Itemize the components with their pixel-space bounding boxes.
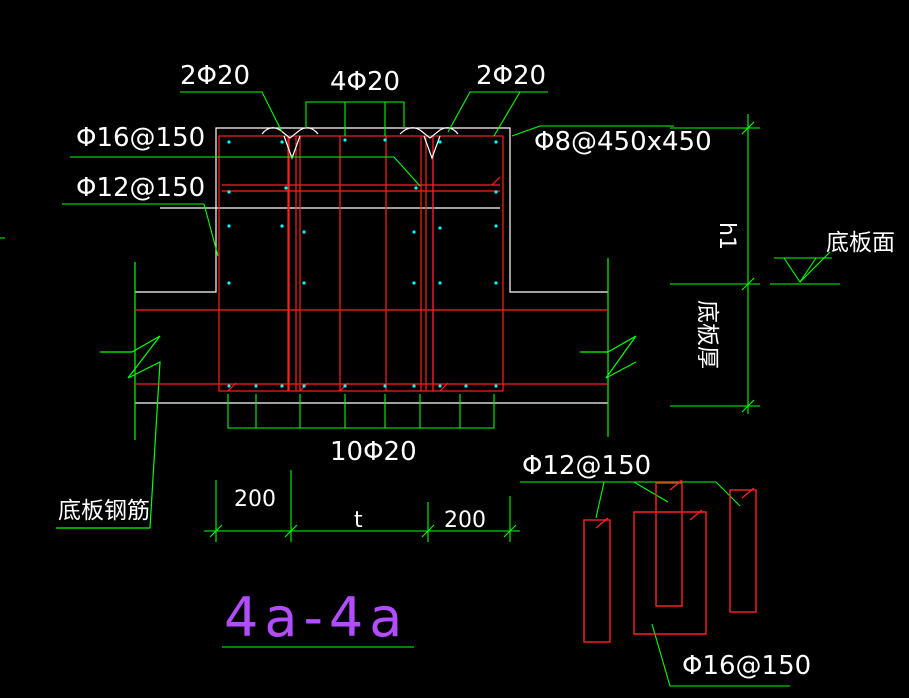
leader-lines	[62, 91, 840, 687]
label-slab-thickness: 底板厚	[694, 300, 720, 369]
label-tie-right: Φ8@450x450	[534, 127, 712, 157]
label-dim-left: 200	[234, 487, 276, 512]
label-stirrup-left: Φ16@150	[76, 123, 205, 153]
label-side-bars: Φ12@150	[76, 173, 205, 203]
label-slab-surface: 底板面	[826, 230, 895, 256]
label-bottom-bars: 10Φ20	[330, 437, 417, 467]
rebar-lines	[135, 135, 608, 392]
concrete-outline	[135, 127, 608, 404]
label-top-right-bars: 2Φ20	[476, 61, 546, 91]
label-top-mid-bars: 4Φ20	[330, 67, 400, 97]
label-top-left-bars: 2Φ20	[180, 61, 250, 91]
label-height-h1: h1	[714, 222, 739, 250]
label-slab-rebar: 底板钢筋	[58, 498, 150, 524]
label-dim-right: 200	[444, 508, 486, 533]
label-detail-bottom: Φ16@150	[682, 651, 811, 681]
label-dim-mid: t	[354, 508, 363, 533]
section-title: 4a-4a	[224, 586, 408, 649]
break-lines	[56, 258, 637, 529]
top-hooks	[261, 127, 459, 160]
label-detail-top: Φ12@150	[522, 451, 651, 481]
bar-dots	[227, 138, 498, 388]
detail-rebar	[583, 479, 757, 643]
